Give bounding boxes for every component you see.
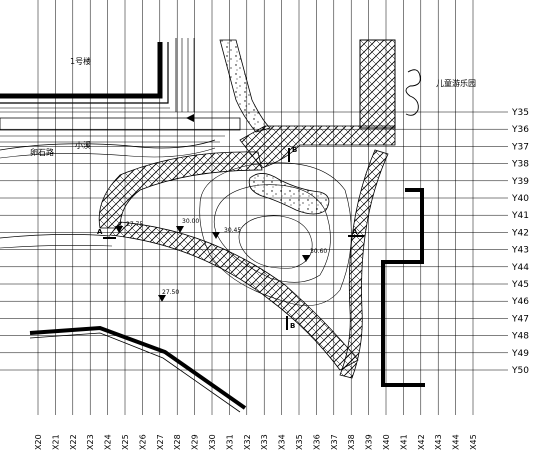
retaining-wall-bottom: [29, 325, 247, 410]
section-mark-a-left: A: [97, 228, 116, 239]
x-label-x41: X41: [399, 434, 408, 450]
x-label-x38: X38: [347, 434, 356, 450]
x-label-x20: X20: [34, 434, 43, 450]
x-label-x28: X28: [173, 434, 182, 450]
y-label-y39: Y39: [511, 177, 529, 187]
x-label-x45: X45: [469, 434, 478, 450]
elevation-label: 30.45: [224, 227, 241, 234]
retaining-wall-right: [381, 188, 425, 387]
y-label-y44: Y44: [511, 263, 529, 273]
x-label-x26: X26: [138, 434, 147, 450]
x-label-x32: X32: [243, 434, 252, 450]
svg-text:B: B: [290, 322, 295, 330]
elevation-label: 27.50: [162, 289, 179, 296]
x-label-x37: X37: [330, 434, 339, 450]
north-arrow-icon: [186, 114, 194, 122]
y-label-y37: Y37: [511, 142, 529, 152]
section-mark-a-right: A: [348, 228, 364, 237]
x-label-x22: X22: [69, 434, 78, 450]
x-label-x34: X34: [278, 434, 287, 450]
y-label-y49: Y49: [511, 349, 529, 359]
x-label-x31: X31: [225, 434, 234, 450]
elevation-label: 30.00: [182, 218, 199, 225]
section-mark-b-top: B: [288, 146, 297, 162]
elevation-marker-2: 30.00: [176, 218, 199, 233]
x-label-x27: X27: [156, 434, 165, 450]
island: [248, 173, 330, 215]
svg-text:B: B: [292, 146, 297, 154]
elevation-marker-5: 27.50: [158, 289, 179, 302]
x-label-x21: X21: [51, 434, 60, 450]
y-label-y42: Y42: [511, 228, 529, 238]
x-label-x43: X43: [434, 434, 443, 450]
playground-play-equipment: [405, 69, 421, 116]
y-label-y41: Y41: [511, 211, 529, 221]
x-axis-labels: X20 X21 X22 X23 X24 X25 X26 X27 X28 X29 X30 X31 X32 X…: [34, 434, 478, 450]
svg-text:A: A: [352, 228, 358, 236]
section-mark-b-bottom: B: [286, 316, 295, 330]
y-label-y45: Y45: [511, 280, 529, 290]
x-label-x40: X40: [382, 434, 391, 450]
y-label-y50: Y50: [511, 366, 529, 376]
y-label-y43: Y43: [511, 246, 529, 256]
x-label-x29: X29: [191, 434, 200, 450]
x-label-x36: X36: [312, 434, 321, 450]
y-label-y36: Y36: [511, 125, 529, 135]
playground-label: 儿童游乐园: [436, 78, 476, 88]
elevation-label: 30.60: [310, 248, 327, 255]
elevation-marker-3: 30.45: [212, 227, 241, 239]
x-label-x25: X25: [121, 434, 130, 450]
stream-label: 小溪: [75, 140, 91, 150]
elevation-marker-1: 27.75: [115, 221, 143, 233]
x-label-x42: X42: [417, 434, 426, 450]
x-label-x24: X24: [104, 434, 113, 450]
paving-paths: [0, 39, 396, 379]
x-label-x30: X30: [208, 434, 217, 450]
y-label-y48: Y48: [511, 332, 529, 342]
building-outline: [0, 38, 195, 112]
x-label-x35: X35: [295, 434, 304, 450]
x-label-x33: X33: [260, 434, 269, 450]
elevation-marker-4: 30.60: [302, 248, 327, 262]
x-label-x44: X44: [452, 434, 461, 450]
y-axis-labels: Y35Y36Y37Y38Y39Y40Y41Y42Y43Y44Y45Y46Y47Y…: [511, 108, 529, 376]
y-label-y47: Y47: [511, 314, 529, 324]
elevation-label: 27.75: [126, 221, 143, 228]
stream: [0, 139, 216, 151]
y-label-y35: Y35: [511, 108, 529, 118]
y-label-y46: Y46: [511, 297, 529, 307]
x-label-x39: X39: [365, 434, 374, 450]
stone-path-label: 卵石路: [30, 147, 54, 157]
y-label-y40: Y40: [511, 194, 529, 204]
y-label-y38: Y38: [511, 160, 529, 170]
building-label: 1号楼: [70, 56, 91, 66]
x-label-x23: X23: [86, 434, 95, 450]
svg-text:A: A: [97, 228, 103, 236]
